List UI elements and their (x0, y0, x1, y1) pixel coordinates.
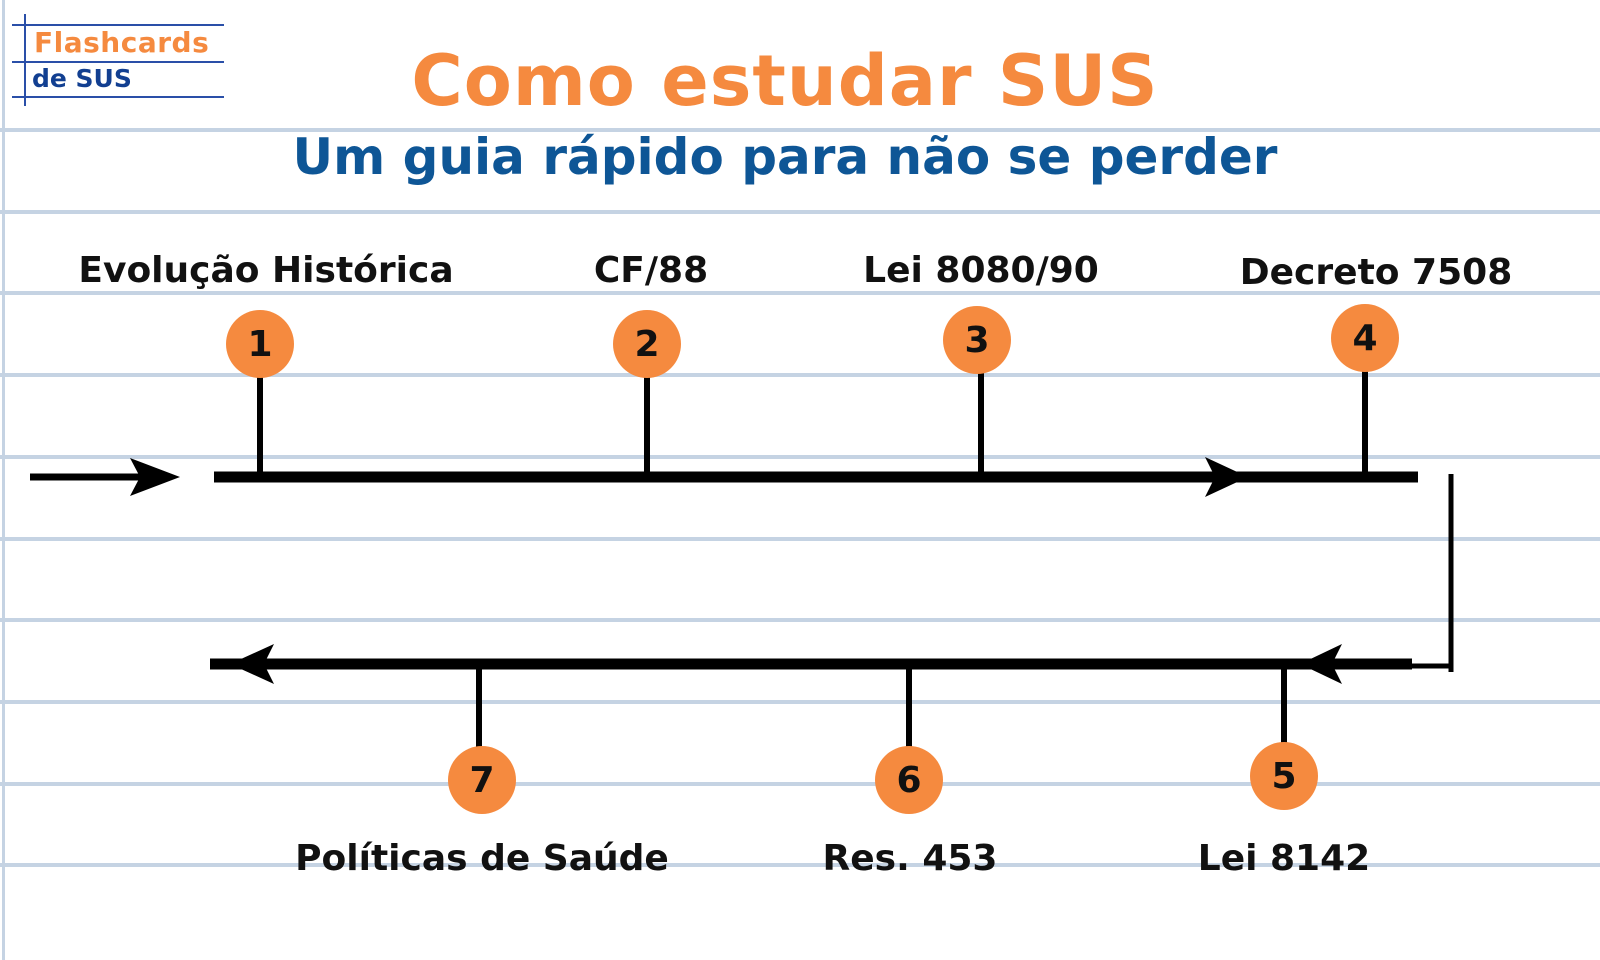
ruled-line (0, 700, 1600, 704)
step-6-label: Res. 453 (822, 838, 998, 879)
logo-line-1: Flashcards (34, 26, 210, 59)
bottom-right-arrow-icon (1300, 644, 1342, 684)
step-3-label: Lei 8080/90 (863, 250, 1099, 291)
step-1-label: Evolução Histórica (78, 250, 454, 291)
logo-rule (12, 61, 224, 63)
ruled-line (0, 373, 1600, 377)
notebook-margin-line (2, 0, 5, 960)
step-4-marker: 4 (1331, 304, 1399, 372)
ruled-line (0, 210, 1600, 214)
step-6-marker: 6 (875, 746, 943, 814)
ruled-line (0, 291, 1600, 295)
ruled-line (0, 618, 1600, 622)
step-1-marker: 1 (226, 310, 294, 378)
logo-margin (24, 14, 26, 106)
lead-in-arrow-icon (130, 458, 180, 496)
logo: Flashcards de SUS (12, 14, 224, 106)
ruled-line (0, 537, 1600, 541)
page-title: Como estudar SUS (411, 40, 1159, 122)
step-7-marker: 7 (448, 746, 516, 814)
ruled-line (0, 863, 1600, 867)
step-3-marker: 3 (943, 306, 1011, 374)
step-2-label: CF/88 (593, 250, 709, 291)
step-4-label: Decreto 7508 (1239, 252, 1513, 293)
step-2-marker: 2 (613, 310, 681, 378)
top-arrow-icon (1205, 457, 1248, 497)
logo-rule (12, 96, 224, 98)
logo-line-2: de SUS (32, 64, 132, 93)
bottom-left-arrow-icon (230, 644, 274, 684)
ruled-line (0, 455, 1600, 459)
ruled-line (0, 128, 1600, 132)
step-5-label: Lei 8142 (1197, 838, 1371, 879)
logo-rule (12, 24, 224, 26)
step-7-label: Políticas de Saúde (295, 838, 669, 879)
step-5-marker: 5 (1250, 742, 1318, 810)
page-subtitle: Um guia rápido para não se perder (292, 128, 1278, 186)
ruled-line (0, 782, 1600, 786)
